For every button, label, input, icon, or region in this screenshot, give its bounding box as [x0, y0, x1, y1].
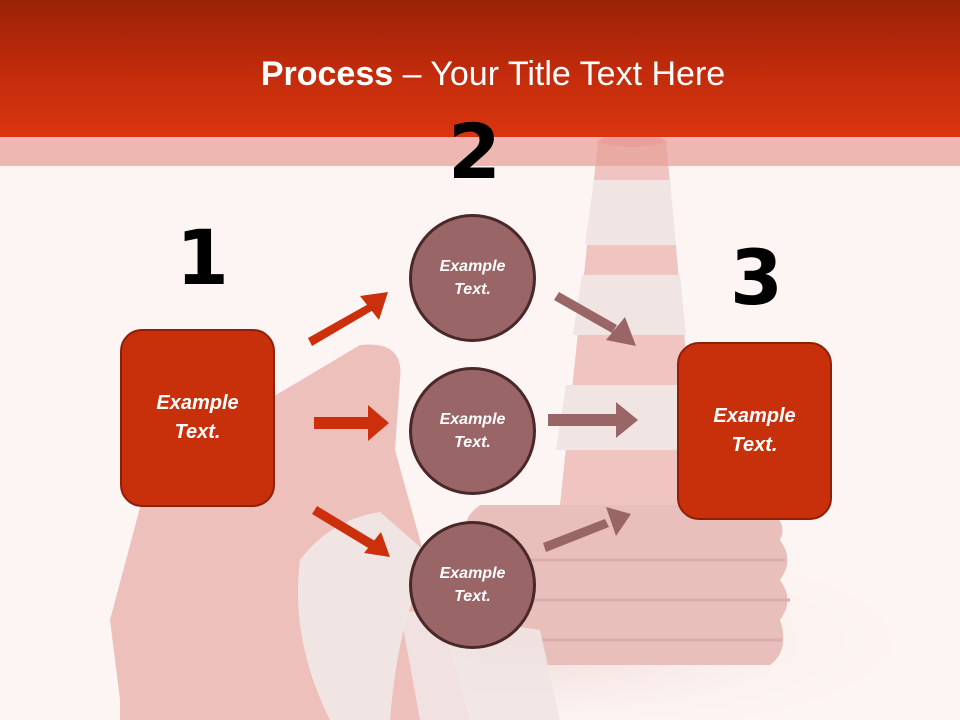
step-3-text: Example Text.: [713, 405, 796, 456]
step-1-box[interactable]: Example Text.: [120, 329, 275, 507]
slide-title: Process – Your Title Text Here: [0, 52, 960, 96]
step-number-1: 1: [176, 213, 229, 302]
step-2-circle-bottom[interactable]: Example Text.: [409, 521, 536, 649]
title-rest: – Your Title Text Here: [393, 55, 726, 93]
step-2-circle-top[interactable]: Example Text.: [409, 214, 536, 342]
circle-middle-text: Example Text.: [439, 411, 506, 451]
step-2-circle-middle[interactable]: Example Text.: [409, 367, 536, 495]
step-3-box[interactable]: Example Text.: [677, 342, 832, 520]
title-bold: Process: [260, 55, 394, 93]
step-1-text: Example Text.: [156, 392, 239, 443]
circle-top-text: Example Text.: [439, 258, 506, 298]
step-number-2: 2: [448, 107, 501, 196]
header-bar: [0, 0, 960, 137]
step-number-3: 3: [730, 233, 783, 322]
circle-bottom-text: Example Text.: [439, 565, 506, 605]
header-band: [0, 137, 960, 166]
